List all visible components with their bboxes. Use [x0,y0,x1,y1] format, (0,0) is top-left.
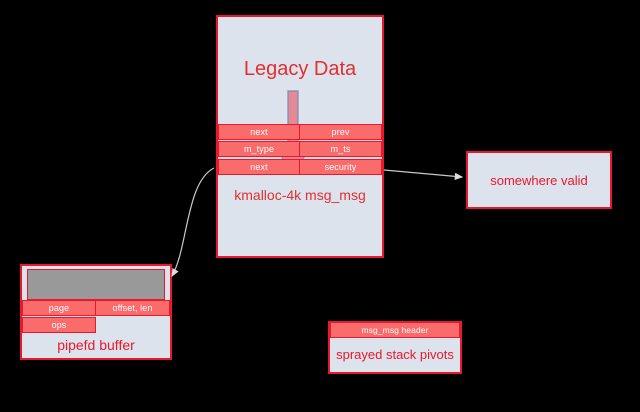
struct-row-next-security: next security [218,159,382,175]
connector-next-to-pipefd-buffer [171,167,215,278]
field-next-1: next [219,160,300,174]
field-prev: prev [331,127,350,137]
msg-msg-header-bar: msg_msg header [330,322,460,338]
field-ops: ops [51,320,67,330]
connector-security-to-somewhere-valid [383,169,464,180]
somewhere-valid-node [466,151,612,209]
struct-row-ops: ops [22,317,96,333]
pipefd-buffer-label: pipefd buffer [57,337,135,353]
pipefd-data-block [27,269,165,300]
struct-row-page-offset-len: page offset, len [22,300,170,316]
msg-msg-header-label: msg_msg header [361,325,429,335]
struct-row-next-prev: next prev [218,124,382,140]
kmalloc-4k-msg-msg-label: kmalloc-4k msg_msg [234,187,366,203]
field-security: security [324,162,357,172]
sprayed-stack-pivots-label: sprayed stack pivots [336,347,454,362]
legacy-data-title: Legacy Data [243,58,357,80]
field-offset-len: offset, len [112,303,153,313]
field-m-type: m_type [219,142,300,156]
somewhere-valid-label: somewhere valid [490,173,588,188]
struct-row-mtype-mts: m_type m_ts [218,141,382,157]
field-next-0: next [219,125,300,139]
field-page: page [23,301,96,315]
field-m-ts: m_ts [330,144,351,154]
